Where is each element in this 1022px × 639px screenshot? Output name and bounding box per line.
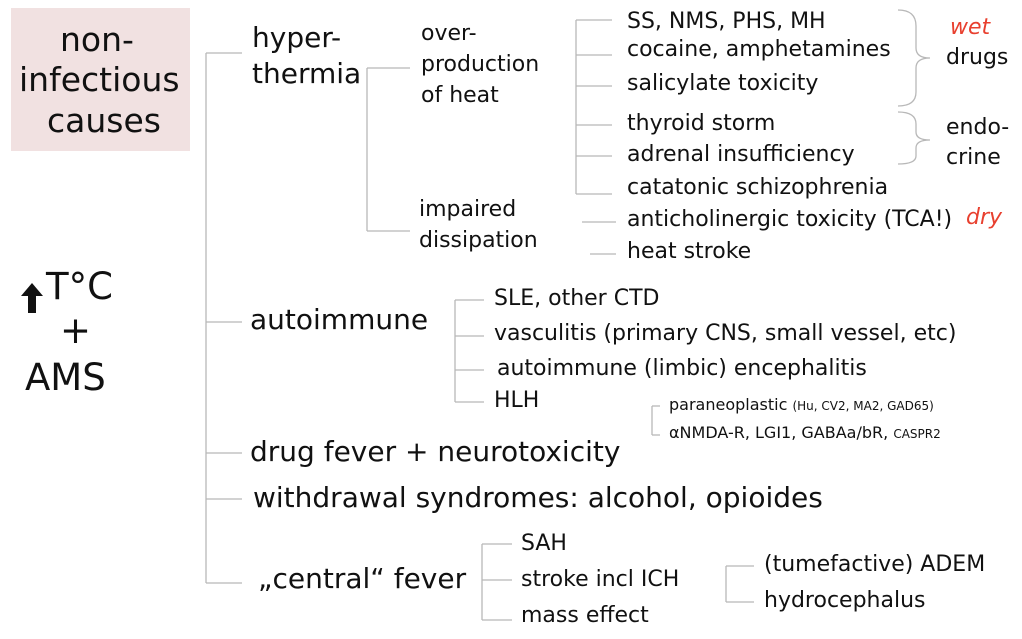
item-thyroid: thyroid storm [627, 111, 776, 136]
nmda-item: αNMDA-R, LGI1, GABAa/bR, CASPR2 [669, 424, 941, 442]
item-adrenal: adrenal insufficiency [627, 142, 855, 167]
item-ss-nms: SS, NMS, PHS, MH [627, 9, 826, 34]
impaired-line-1: impaired [419, 197, 517, 222]
item-heatstroke: heat stroke [627, 239, 752, 264]
item-adem: (tumefactive) ADEM [764, 552, 986, 577]
overproduction-line-1: over- [421, 21, 477, 46]
wet-label: wet [950, 15, 991, 40]
dry-label: dry [966, 205, 1003, 230]
hyperthermia-label-line-2: thermia [252, 57, 362, 90]
overproduction-line-2: production [421, 52, 540, 77]
header-line-2: infectious [19, 60, 180, 99]
root-temperature: T°C [46, 265, 113, 308]
item-catatonic: catatonic schizophrenia [627, 175, 889, 200]
item-mass-effect: mass effect [521, 603, 649, 628]
item-stroke: stroke incl ICH [521, 567, 680, 592]
endocrine-line-2: crine [946, 145, 1001, 170]
paraneoplastic-item: paraneoplastic (Hu, CV2, MA2, GAD65) [669, 396, 934, 414]
central-fever-label: „central“ fever [258, 562, 467, 595]
item-encephalitis: autoimmune (limbic) encephalitis [497, 356, 867, 381]
nmda-detail: CASPR2 [893, 427, 941, 441]
withdrawal-label: withdrawal syndromes: alcohol, opioides [253, 481, 823, 514]
item-anticholinergic: anticholinergic toxicity (TCA!) [627, 207, 953, 232]
overproduction-line-3: of heat [421, 83, 499, 108]
header-line-3: causes [47, 101, 161, 140]
item-cocaine: cocaine, amphetamines [627, 37, 891, 62]
item-hydrocephalus: hydrocephalus [764, 588, 926, 613]
item-vasculitis: vasculitis (primary CNS, small vessel, e… [494, 321, 957, 346]
item-salicylate: salicylate toxicity [627, 71, 819, 96]
item-sah: SAH [521, 531, 567, 556]
hyperthermia-label-line-1: hyper- [252, 21, 342, 54]
impaired-line-2: dissipation [419, 228, 538, 253]
root-plus: + [60, 309, 92, 352]
autoimmune-label: autoimmune [250, 303, 429, 336]
root-ams: AMS [25, 356, 106, 399]
paraneoplastic-detail: (Hu, CV2, MA2, GAD65) [792, 399, 934, 413]
item-sle: SLE, other CTD [494, 286, 660, 311]
drug-fever-label: drug fever + neurotoxicity [250, 435, 621, 468]
header-box [11, 8, 190, 151]
nmda-main: αNMDA-R, LGI1, GABAa/bR, [669, 423, 889, 442]
drugs-label: drugs [946, 45, 1009, 70]
paraneoplastic-main: paraneoplastic [669, 395, 788, 414]
up-arrow-icon [21, 283, 43, 313]
header-line-1: non- [60, 20, 134, 59]
item-hlh: HLH [494, 388, 540, 413]
endocrine-line-1: endo- [946, 115, 1010, 140]
